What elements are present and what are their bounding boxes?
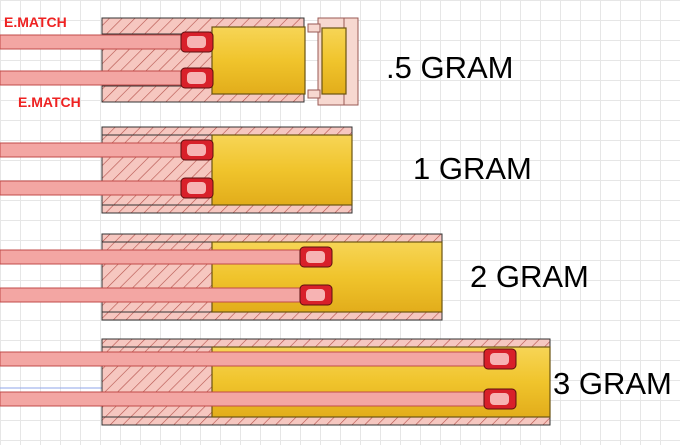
match-head-tip bbox=[187, 182, 206, 194]
ematch-label-bottom: E.MATCH bbox=[18, 94, 81, 110]
match-head-tip bbox=[187, 72, 206, 84]
tube-wall bbox=[101, 416, 551, 426]
lead-wire bbox=[0, 142, 187, 158]
three-gram-assembly: 3 GRAM bbox=[0, 338, 672, 426]
match-head-tip bbox=[306, 251, 325, 263]
end-cap bbox=[307, 17, 359, 106]
lead-wire bbox=[0, 249, 307, 265]
lead-wire bbox=[0, 180, 187, 196]
lead-wire bbox=[0, 351, 491, 367]
lead-wire bbox=[0, 287, 307, 303]
lead-wire bbox=[0, 391, 491, 407]
match-head-tip bbox=[306, 289, 325, 301]
label-three-gram: 3 GRAM bbox=[553, 366, 672, 401]
label-two-gram: 2 GRAM bbox=[470, 259, 589, 294]
label-half-gram: .5 GRAM bbox=[386, 50, 513, 85]
tube-wall bbox=[101, 126, 353, 136]
match-head-tip bbox=[490, 353, 509, 365]
lead-wire bbox=[0, 34, 187, 50]
tube-wall bbox=[101, 204, 353, 214]
powder-charge bbox=[211, 26, 306, 95]
match-head-tip bbox=[187, 144, 206, 156]
one-gram-assembly: 1 GRAM bbox=[0, 126, 532, 214]
lead-wire bbox=[0, 70, 187, 86]
ematch-label-top: E.MATCH bbox=[4, 14, 67, 30]
match-head-tip bbox=[490, 393, 509, 405]
tube-wall bbox=[101, 338, 551, 348]
tube-wall bbox=[101, 311, 443, 321]
powder-charge bbox=[211, 134, 353, 206]
match-head-tip bbox=[187, 36, 206, 48]
tube-wall bbox=[101, 233, 443, 243]
label-one-gram: 1 GRAM bbox=[413, 151, 532, 186]
two-gram-assembly: 2 GRAM bbox=[0, 233, 589, 321]
half-gram-assembly: .5 GRAM bbox=[0, 17, 513, 106]
